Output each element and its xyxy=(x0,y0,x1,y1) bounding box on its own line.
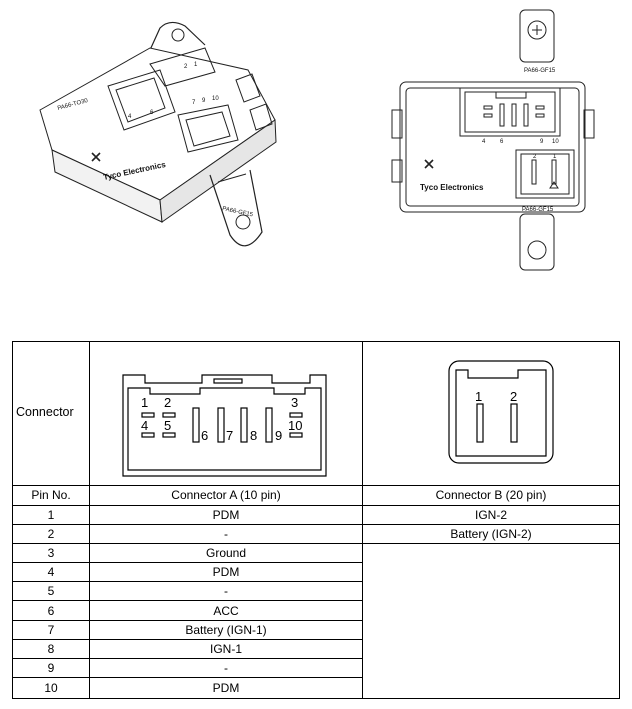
row-2-connector-a: - xyxy=(224,527,228,541)
right-pin-4: 4 xyxy=(482,139,486,145)
right-bottom-label: PA66-GF15 xyxy=(522,207,554,213)
row-2-connector-b: Battery (IGN-2) xyxy=(450,527,532,541)
row-3-pin: 3 xyxy=(47,546,55,560)
row-8-pin: 8 xyxy=(47,642,55,656)
left-pin-6: 6 xyxy=(150,110,154,116)
conn-a-pin-7: 7 xyxy=(226,428,234,443)
module-isometric-view xyxy=(39,21,277,247)
right-pin-9: 9 xyxy=(540,139,544,145)
row-8-connector-a: IGN-1 xyxy=(209,642,243,656)
row-4-pin: 4 xyxy=(47,565,55,579)
right-pin-10: 10 xyxy=(552,139,559,145)
conn-a-pin-4: 4 xyxy=(141,418,149,433)
header-pin-no: Pin No. xyxy=(31,488,71,502)
right-pin-6: 6 xyxy=(500,139,504,145)
conn-a-pin-1: 1 xyxy=(141,395,149,410)
header-connector-a: Connector A (10 pin) xyxy=(171,488,281,502)
conn-a-pin-10: 10 xyxy=(288,418,303,433)
row-2-pin: 2 xyxy=(47,527,55,541)
conn-a-pin-2: 2 xyxy=(164,395,172,410)
row-9-connector-a: - xyxy=(224,661,228,675)
row-5-connector-a: - xyxy=(224,584,228,598)
row-1-connector-b: IGN-2 xyxy=(474,508,508,522)
connector-row-header: Connector xyxy=(16,405,74,419)
row-9-pin: 9 xyxy=(47,661,55,675)
row-1-pin: 1 xyxy=(47,508,55,522)
right-top-label: PA66-GF15 xyxy=(524,68,556,74)
header-connector-b: Connector B (20 pin) xyxy=(435,488,547,502)
left-pin-4: 4 xyxy=(128,114,132,120)
right-pin-2: 2 xyxy=(533,154,537,160)
module-front-view xyxy=(391,9,595,271)
right-brand-label: Tyco Electronics xyxy=(420,183,484,192)
row-7-pin: 7 xyxy=(47,623,55,637)
left-pin-2: 2 xyxy=(184,64,188,70)
module-illustration: PA66-TO30 4 6 7 9 10 2 1 Tyco Electronic… xyxy=(39,9,595,271)
left-pin-1: 1 xyxy=(194,62,198,68)
left-pin-7: 7 xyxy=(192,100,196,106)
conn-b-pin-2: 2 xyxy=(510,389,518,404)
row-6-connector-a: ACC xyxy=(213,604,239,618)
row-10-connector-a: PDM xyxy=(212,681,240,695)
row-1-connector-a: PDM xyxy=(212,508,240,522)
left-pin-10: 10 xyxy=(212,96,219,102)
conn-a-pin-9: 9 xyxy=(275,428,283,443)
conn-a-pin-3: 3 xyxy=(291,395,299,410)
right-pin-1: 1 xyxy=(553,154,557,160)
conn-a-pin-5: 5 xyxy=(164,418,172,433)
row-5-pin: 5 xyxy=(47,584,55,598)
conn-b-pin-1: 1 xyxy=(475,389,483,404)
row-4-connector-a: PDM xyxy=(212,565,240,579)
row-7-connector-a: Battery (IGN-1) xyxy=(185,623,267,637)
row-3-connector-a: Ground xyxy=(205,546,247,560)
left-pin-9: 9 xyxy=(202,98,206,104)
conn-a-pin-6: 6 xyxy=(201,428,209,443)
conn-a-pin-8: 8 xyxy=(250,428,258,443)
row-6-pin: 6 xyxy=(47,604,55,618)
row-10-pin: 10 xyxy=(44,681,58,695)
